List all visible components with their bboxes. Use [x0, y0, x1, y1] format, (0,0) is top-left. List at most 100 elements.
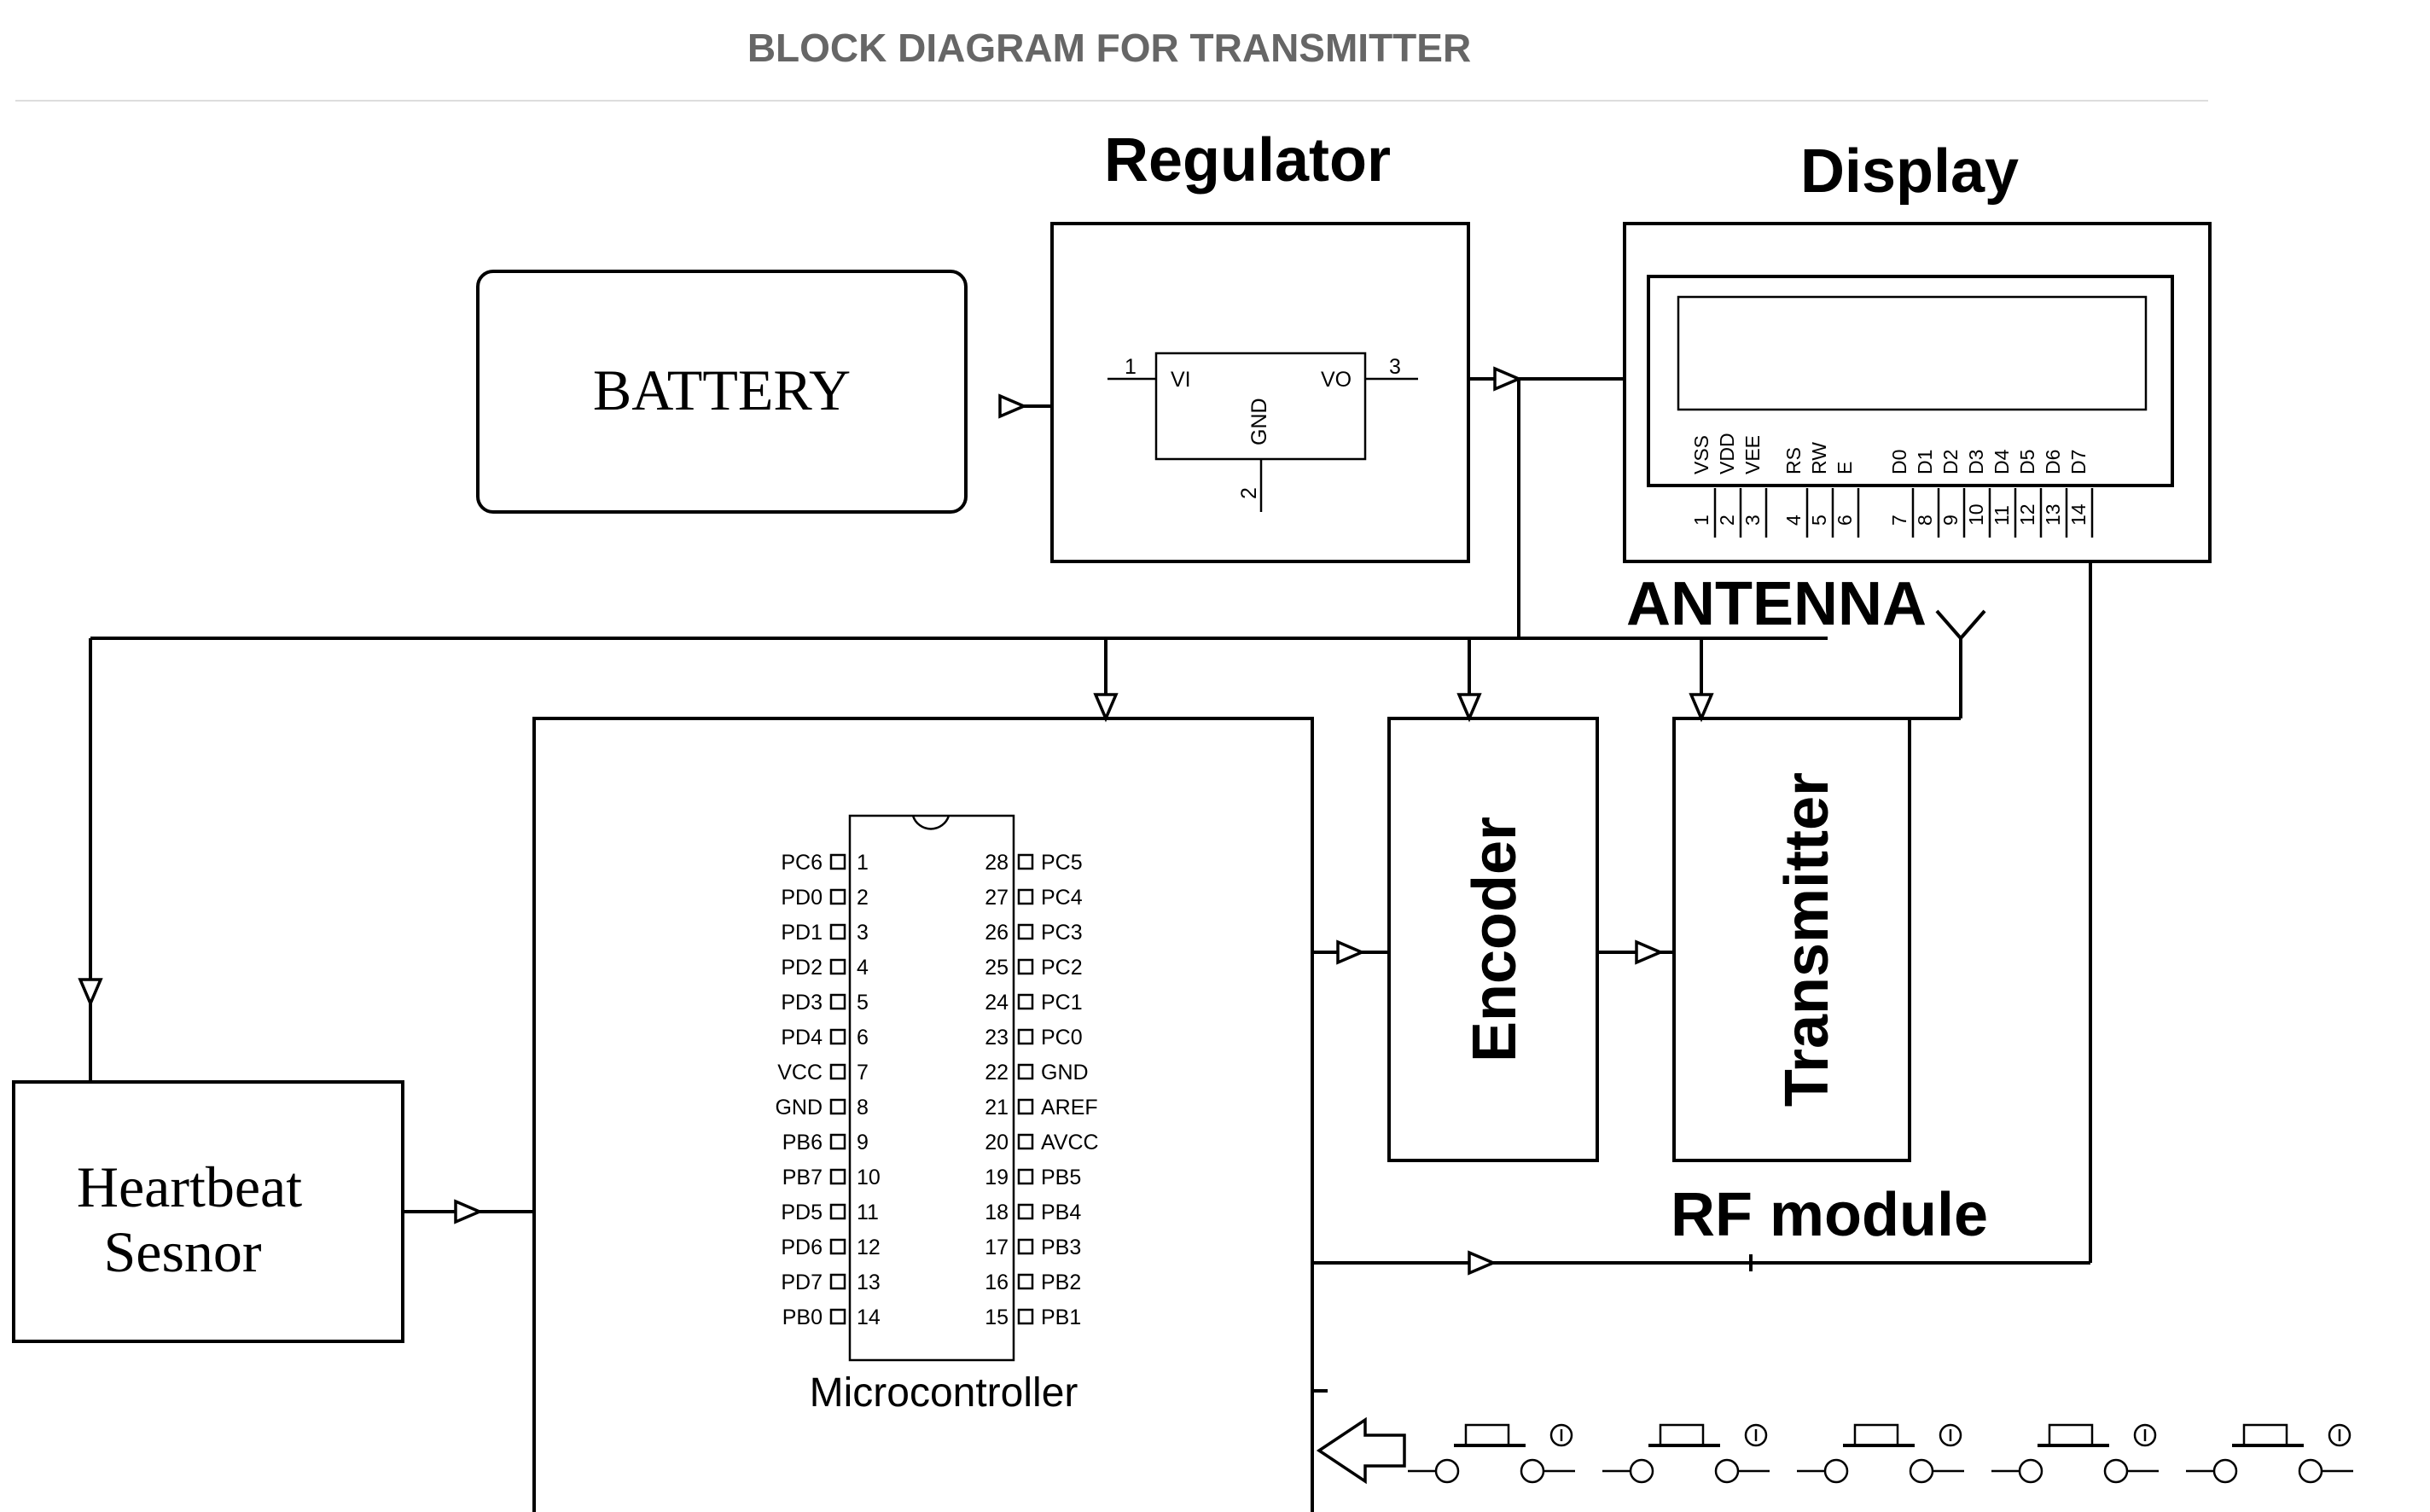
mcu-pin-pad: [1017, 923, 1034, 940]
battery-to-regulator-arrowhead: [998, 393, 1028, 419]
heartbeat-power-arrowhead: [78, 978, 103, 1008]
mcu-pin-name: PC4: [1041, 886, 1083, 910]
lcd-pin-label: VSS: [1690, 435, 1712, 474]
display-title: Display: [1800, 137, 2019, 206]
mcu-pin-number: 12: [857, 1236, 881, 1259]
mcu-pin-number: 9: [857, 1131, 869, 1154]
mcu-pin-pad: [829, 993, 846, 1010]
mcu-pin-pad: [1017, 1168, 1034, 1185]
transmitter-box: [1672, 717, 1911, 1162]
transmitter-label: Transmitter: [1773, 772, 1841, 1107]
mcu-pin-name: PC6: [781, 851, 823, 875]
lcd-pin-number: 13: [2042, 503, 2064, 526]
mcu-pin-number: 16: [985, 1271, 1009, 1294]
page-title: BLOCK DIAGRAM FOR TRANSMITTER: [747, 26, 1471, 70]
lcd-pin-label: D2: [1939, 450, 1962, 474]
mcu-pin-number: 25: [985, 956, 1009, 980]
heartbeat-label-line1: Heartbeat: [77, 1154, 302, 1219]
mcu-pin-pad: [1017, 1133, 1034, 1150]
mcu-pin-number: 2: [857, 886, 869, 910]
mcu-pin-number: 13: [857, 1271, 881, 1294]
mcu-pin-number: 19: [985, 1166, 1009, 1189]
mcu-pin-pad: [829, 1063, 846, 1080]
mcu-pin-pad: [1017, 1238, 1034, 1255]
lcd-pin-number: 10: [1965, 503, 1987, 526]
regulator-pin-out-number: 3: [1389, 355, 1401, 379]
mcu-pin-pad: [829, 923, 846, 940]
mcu-pin-name: PD5: [781, 1201, 823, 1224]
lcd-frame: [1647, 275, 2174, 487]
encoder-box: [1387, 717, 1599, 1162]
antenna-label: ANTENNA: [1626, 570, 1927, 638]
mcu-pin-number: 15: [985, 1306, 1009, 1329]
push-button-icon: [1991, 1423, 2159, 1484]
encoder-label: Encoder: [1461, 817, 1529, 1062]
mcu-pin-number: 21: [985, 1096, 1009, 1119]
mcu-pin-number: 23: [985, 1026, 1009, 1050]
lcd-pin-number: 2: [1716, 515, 1738, 526]
mcu-pin-name: PC2: [1041, 956, 1083, 980]
display-block: Display VSS1VDD2VEE3RS4RW5E6D07D18D29D31…: [1623, 137, 2212, 563]
mcu-pin-number: 4: [857, 956, 869, 980]
battery-box: [476, 270, 968, 514]
battery-label: BATTERY: [593, 358, 851, 422]
mcu-pin-number: 11: [857, 1201, 879, 1224]
lcd-pin-number: 14: [2067, 503, 2090, 526]
lcd-pin-number: 4: [1782, 515, 1805, 526]
push-button-row: [1408, 1423, 2353, 1484]
mcu-pin-number: 6: [857, 1026, 869, 1050]
mcu-pin-number: 14: [857, 1306, 881, 1329]
lcd-pin-number: 3: [1741, 515, 1764, 526]
mcu-pin-name: GND: [775, 1096, 823, 1119]
mcu-pin-pad: [1017, 888, 1034, 905]
mcu-pin-pad: [829, 1238, 846, 1255]
mcu-pin-number: 20: [985, 1131, 1009, 1154]
push-button-icon: [1602, 1423, 1770, 1484]
mcu-pin-name: PB4: [1041, 1201, 1081, 1224]
mcu-pin-number: 17: [985, 1236, 1009, 1259]
lcd-pin-label: RW: [1808, 442, 1830, 474]
mcu-pin-name: PD0: [781, 886, 823, 910]
mcu-pin-pad: [829, 1098, 846, 1115]
push-button-icon: [1408, 1423, 1575, 1484]
mcu-pin-name: VCC: [777, 1061, 823, 1085]
push-button-icon: [2186, 1423, 2353, 1484]
lcd-pin-number: 9: [1939, 515, 1962, 526]
heartbeat-to-mcu-arrowhead: [454, 1199, 484, 1224]
mcu-pin-pad: [829, 1168, 846, 1185]
mcu-pin-name: PC1: [1041, 991, 1083, 1015]
mcu-pin-name: PD4: [781, 1026, 823, 1050]
mcu-pin-number: 5: [857, 991, 869, 1015]
mcu-to-encoder-arrowhead: [1336, 939, 1366, 965]
lcd-pin-number: 6: [1834, 515, 1856, 526]
mcu-pin-number: 26: [985, 921, 1009, 945]
mcu-pin-pad: [829, 888, 846, 905]
lcd-screen: [1677, 295, 2148, 411]
mcu-pin-pad: [829, 1273, 846, 1290]
mcu-pin-pad: [1017, 1028, 1034, 1045]
regulator-pin-in-label: VI: [1171, 368, 1191, 392]
mcu-pin-name: GND: [1041, 1061, 1089, 1085]
heartbeat-sensor-block: Heartbeat Sesnor: [12, 1080, 404, 1343]
mcu-pin-name: PB1: [1041, 1306, 1081, 1329]
regulator-gnd-label: GND: [1247, 398, 1271, 445]
transmitter-block: Transmitter: [1672, 717, 1911, 1162]
mcu-pin-pad: [829, 1308, 846, 1325]
mcu-pin-number: 18: [985, 1201, 1009, 1224]
rf-module-label: RF module: [1671, 1181, 1988, 1249]
mcu-pin-pad: [829, 853, 846, 870]
mcu-pin-pad: [1017, 1308, 1034, 1325]
mcu-pin-number: 8: [857, 1096, 869, 1119]
mcu-pin-pad: [829, 1028, 846, 1045]
mcu-pin-name: PC5: [1041, 851, 1083, 875]
mcu-pin-pad: [1017, 958, 1034, 975]
mcu-pin-pad: [1017, 1063, 1034, 1080]
microcontroller-label: Microcontroller: [810, 1370, 1078, 1416]
mcu-chip-notch: [911, 815, 950, 830]
mcu-pin-name: PB7: [782, 1166, 823, 1189]
mcu-pin-name: PC0: [1041, 1026, 1083, 1050]
mcu-pin-pad: [1017, 1273, 1034, 1290]
mcu-pin-pad: [1017, 993, 1034, 1010]
